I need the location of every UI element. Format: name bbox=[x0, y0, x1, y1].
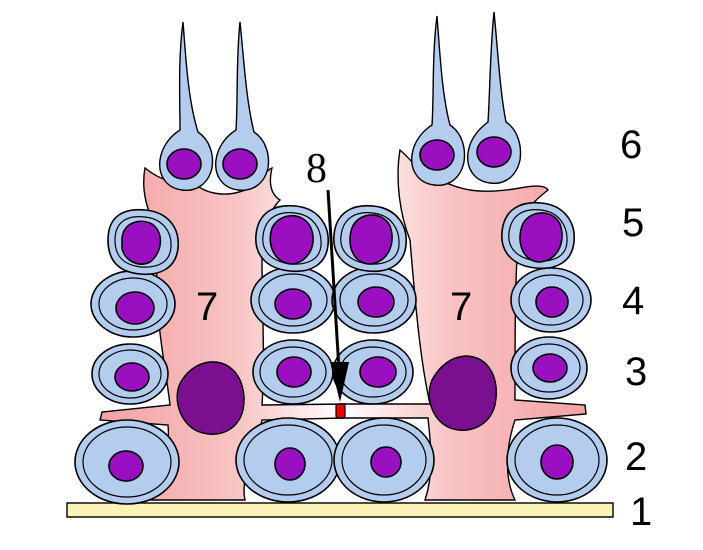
spermatid bbox=[255, 204, 329, 273]
spermatocyte-row-4 bbox=[90, 266, 592, 338]
label-3: 3 bbox=[625, 350, 647, 394]
spermatozoon bbox=[215, 21, 270, 192]
spermatozoon bbox=[411, 15, 466, 187]
label-7-left: 7 bbox=[196, 285, 218, 329]
label-8: 8 bbox=[306, 146, 327, 192]
label-7-right: 7 bbox=[450, 285, 472, 329]
spermatogonium bbox=[235, 417, 341, 503]
spermatogonium bbox=[333, 417, 435, 503]
spermatocyte bbox=[510, 336, 588, 400]
spermatid bbox=[333, 204, 407, 273]
spermatocyte bbox=[252, 339, 334, 405]
label-1: 1 bbox=[630, 490, 652, 534]
spermatid-row-5 bbox=[107, 201, 575, 276]
spermatocyte bbox=[91, 343, 169, 405]
spermatocyte bbox=[250, 266, 336, 334]
spermatogonium bbox=[74, 419, 180, 505]
spermatid bbox=[501, 201, 575, 270]
label-5: 5 bbox=[622, 201, 644, 245]
spermatozoa-group bbox=[159, 11, 522, 192]
basement-membrane bbox=[66, 502, 614, 518]
down-arrow-icon bbox=[326, 189, 349, 402]
spermatogonium bbox=[506, 417, 608, 503]
spermatocyte-row-3 bbox=[91, 336, 588, 405]
label-2: 2 bbox=[625, 435, 647, 479]
sertoli-nucleus-right bbox=[428, 355, 497, 431]
spermatozoon bbox=[467, 11, 522, 185]
spermatogonia-row bbox=[74, 417, 608, 505]
label-6: 6 bbox=[620, 123, 642, 167]
spermatocyte bbox=[331, 266, 417, 334]
tight-junction bbox=[335, 403, 346, 419]
spermatocyte bbox=[510, 267, 592, 333]
sertoli-nucleus-left bbox=[176, 361, 245, 435]
label-4: 4 bbox=[622, 279, 644, 323]
spermatozoon bbox=[159, 21, 214, 192]
spermatocyte bbox=[90, 270, 176, 338]
spermatid bbox=[107, 208, 179, 276]
